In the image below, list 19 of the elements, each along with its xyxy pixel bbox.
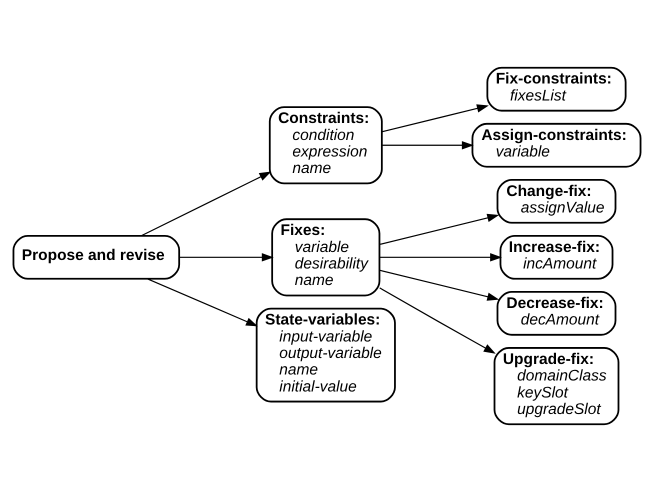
node-box: Change-fix: assignValue <box>496 178 616 224</box>
node-box: State-variables: input-variable output-variable name initial-value <box>256 308 396 402</box>
node-box: Fix-constraints: fixesList <box>486 66 627 112</box>
node-box: Upgrade-fix: domainClass keySlot upgradeSlot <box>494 347 620 426</box>
node-box: Increase-fix: incAmount <box>500 234 614 280</box>
node-box: Constraints: condition expression name <box>268 106 383 184</box>
arrow <box>380 214 500 245</box>
arrow <box>379 287 496 354</box>
node-box: Decrease-fix: decAmount <box>496 291 616 336</box>
arrow <box>141 172 272 236</box>
arrow <box>382 141 474 150</box>
arrow <box>148 278 258 326</box>
node-box: Propose and revise <box>12 234 180 280</box>
arrow <box>382 104 489 132</box>
node-box: Fixes: variable desirability name <box>271 218 380 296</box>
arrow <box>380 270 500 301</box>
arrow <box>179 253 274 262</box>
arrow <box>380 253 502 262</box>
node-box: Assign-constraints: variable <box>472 122 642 168</box>
